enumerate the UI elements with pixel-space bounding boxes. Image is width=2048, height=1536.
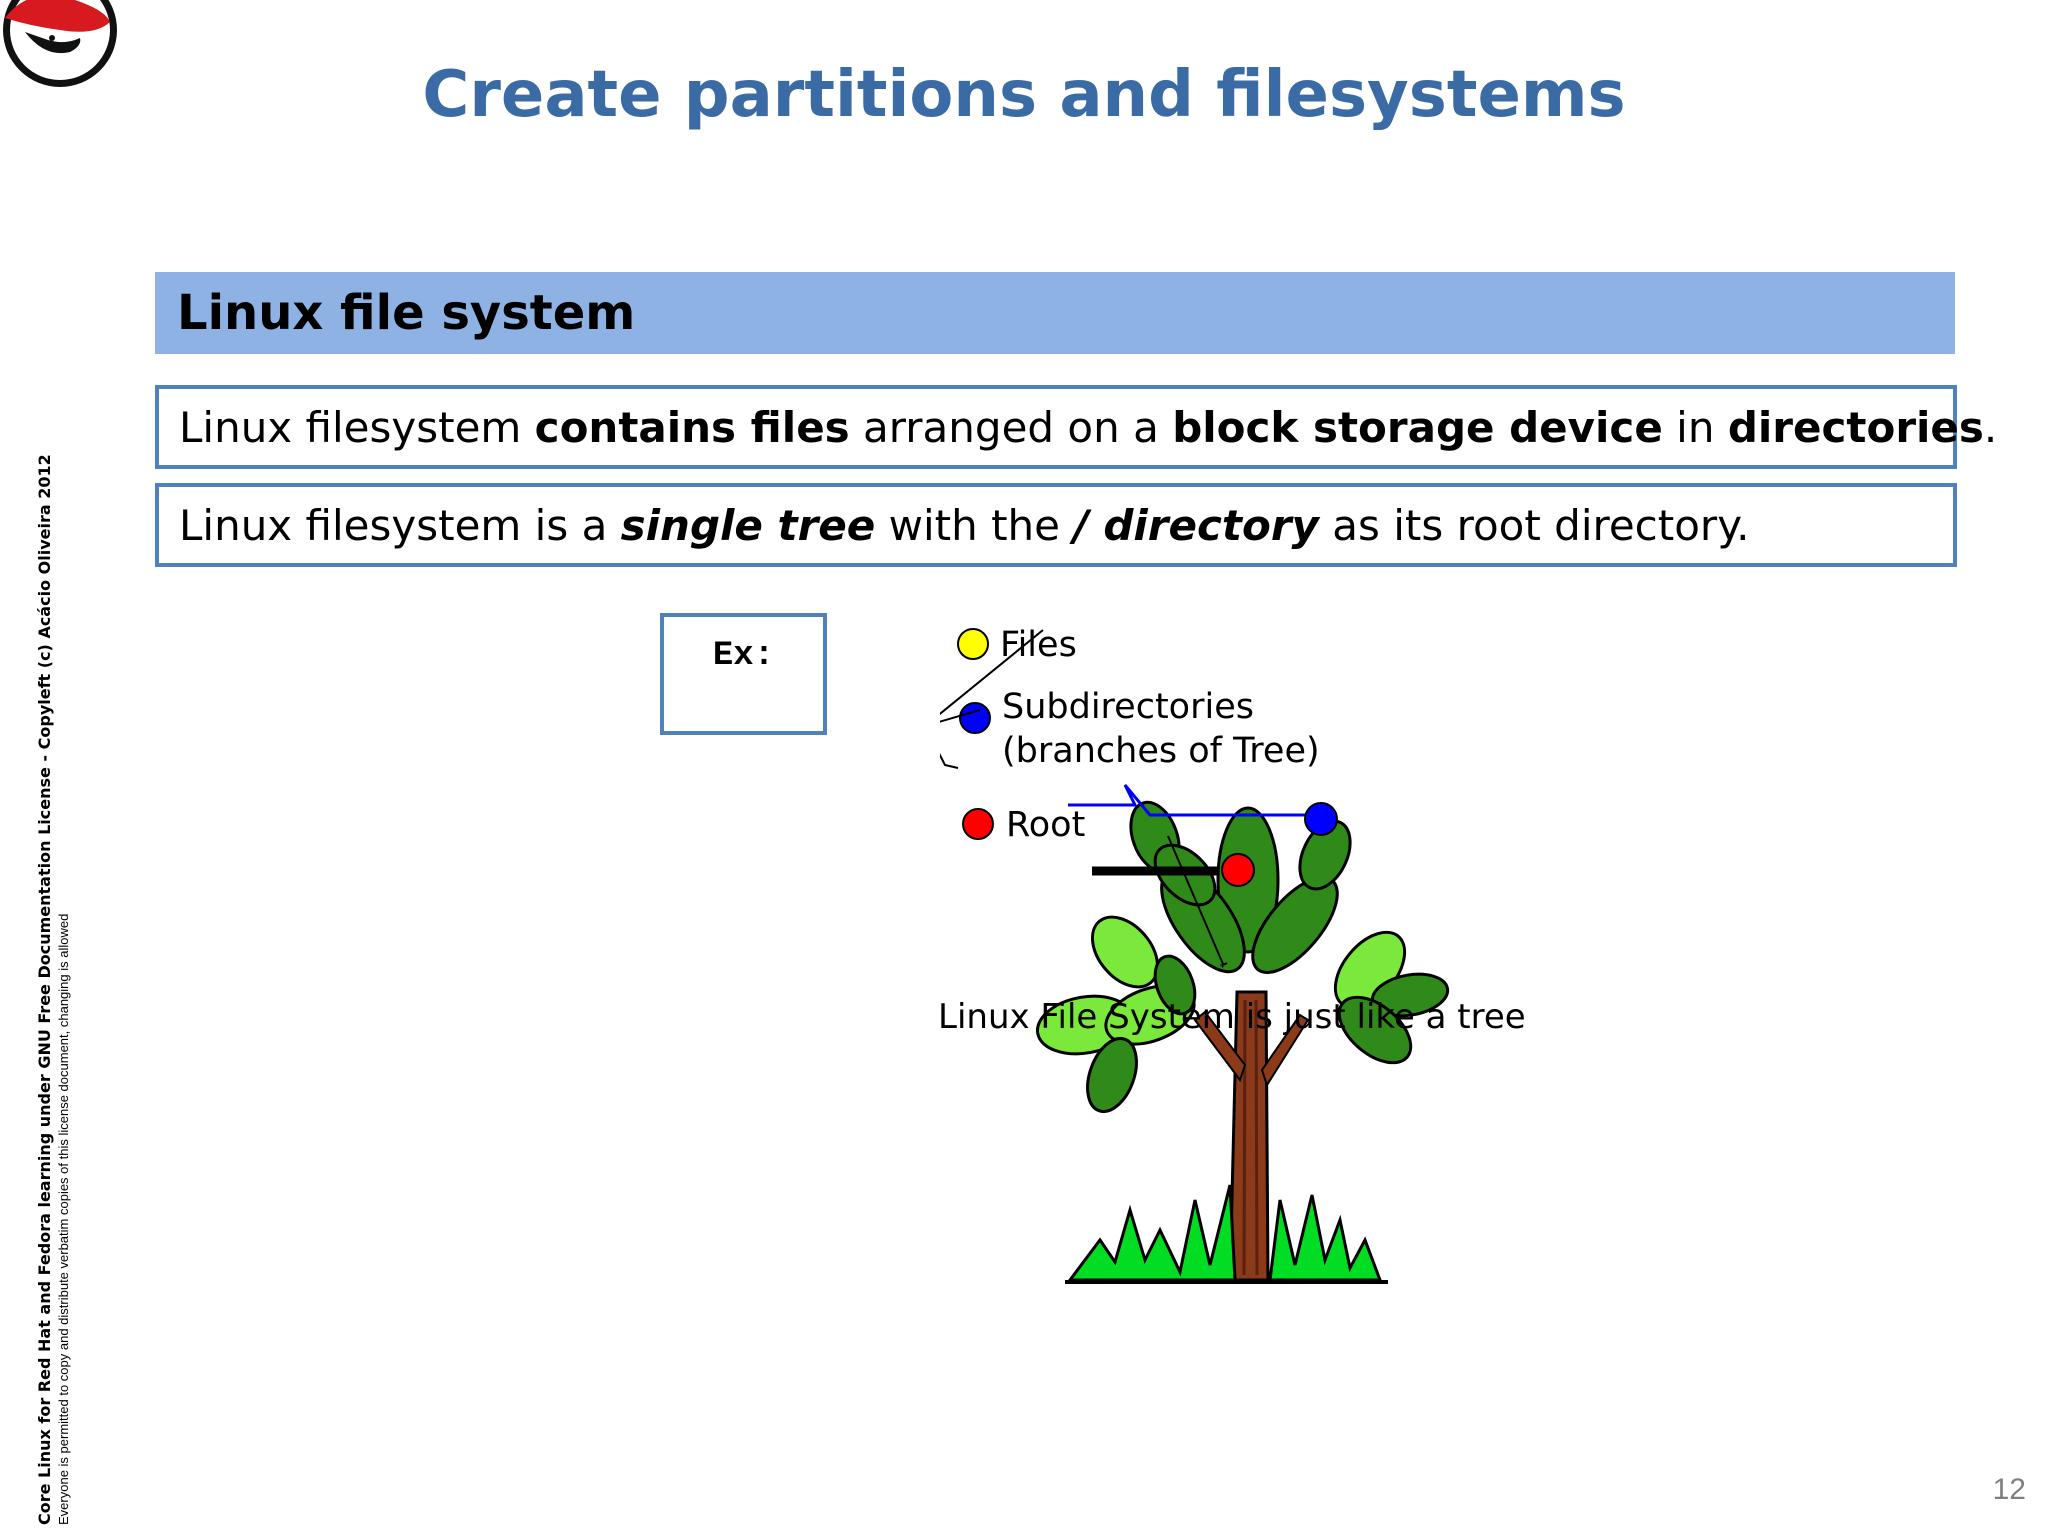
box1-text-4: . — [1983, 402, 1998, 452]
files-pointer-lines — [1167, 835, 1228, 968]
box2-bold-1: single tree — [620, 500, 876, 550]
definition-box-1: Linux filesystem contains files arranged… — [155, 385, 1997, 469]
subdirectory-dot — [1304, 802, 1338, 836]
example-box: Ex: — [660, 613, 827, 735]
page-number: 12 — [1992, 1473, 2026, 1506]
license-line-2: Everyone is permitted to copy and distri… — [55, 913, 71, 1525]
root-legend-dot — [962, 808, 994, 840]
tree-figure: Files Subdirectories (branches of Tree) … — [940, 625, 1526, 1284]
box1-text-1: Linux filesystem — [179, 402, 535, 452]
root-dot — [1221, 853, 1255, 887]
box2-bold-2: / directory — [1073, 500, 1319, 550]
box1-text-3: in — [1662, 402, 1728, 452]
section-header: Linux file system — [155, 272, 1955, 354]
box1-text-2: arranged on a — [849, 402, 1173, 452]
definition-box-2: Linux filesystem is a single tree with t… — [155, 483, 1957, 567]
slide-title: Create partitions and filesystems — [422, 58, 1626, 132]
subdirectory-pointer-line — [1068, 784, 1318, 817]
subdirectory-legend-dot — [959, 702, 991, 734]
legend-subdirectories-sublabel: (branches of Tree) — [1002, 731, 1320, 771]
box1-bold-2: block storage device — [1172, 402, 1663, 452]
license-line-1: Core Linux for Red Hat and Fedora learni… — [35, 454, 54, 1525]
files-legend-dot — [957, 628, 989, 660]
legend-root-label: Root — [1006, 805, 1085, 845]
box1-bold-1: contains files — [534, 402, 850, 452]
section-header-label: Linux file system — [177, 285, 636, 341]
legend-subdirectories-label: Subdirectories — [1002, 687, 1254, 727]
red-hat-logo-icon — [3, 0, 117, 87]
yellow-pointer-lines — [940, 629, 1044, 769]
license-sidebar: Core Linux for Red Hat and Fedora learni… — [35, 454, 73, 1525]
figure-caption: Linux File System is just like a tree — [940, 997, 1526, 1037]
box2-text-1: Linux filesystem is a — [179, 500, 621, 550]
example-label: Ex: — [712, 637, 775, 675]
tree-illustration-icon — [1035, 800, 1450, 1284]
box1-bold-3: directories — [1727, 402, 1984, 452]
box2-text-2: with the — [875, 500, 1074, 550]
box2-text-3: as its root directory. — [1318, 500, 1750, 550]
legend-files-label: Files — [1000, 625, 1077, 665]
